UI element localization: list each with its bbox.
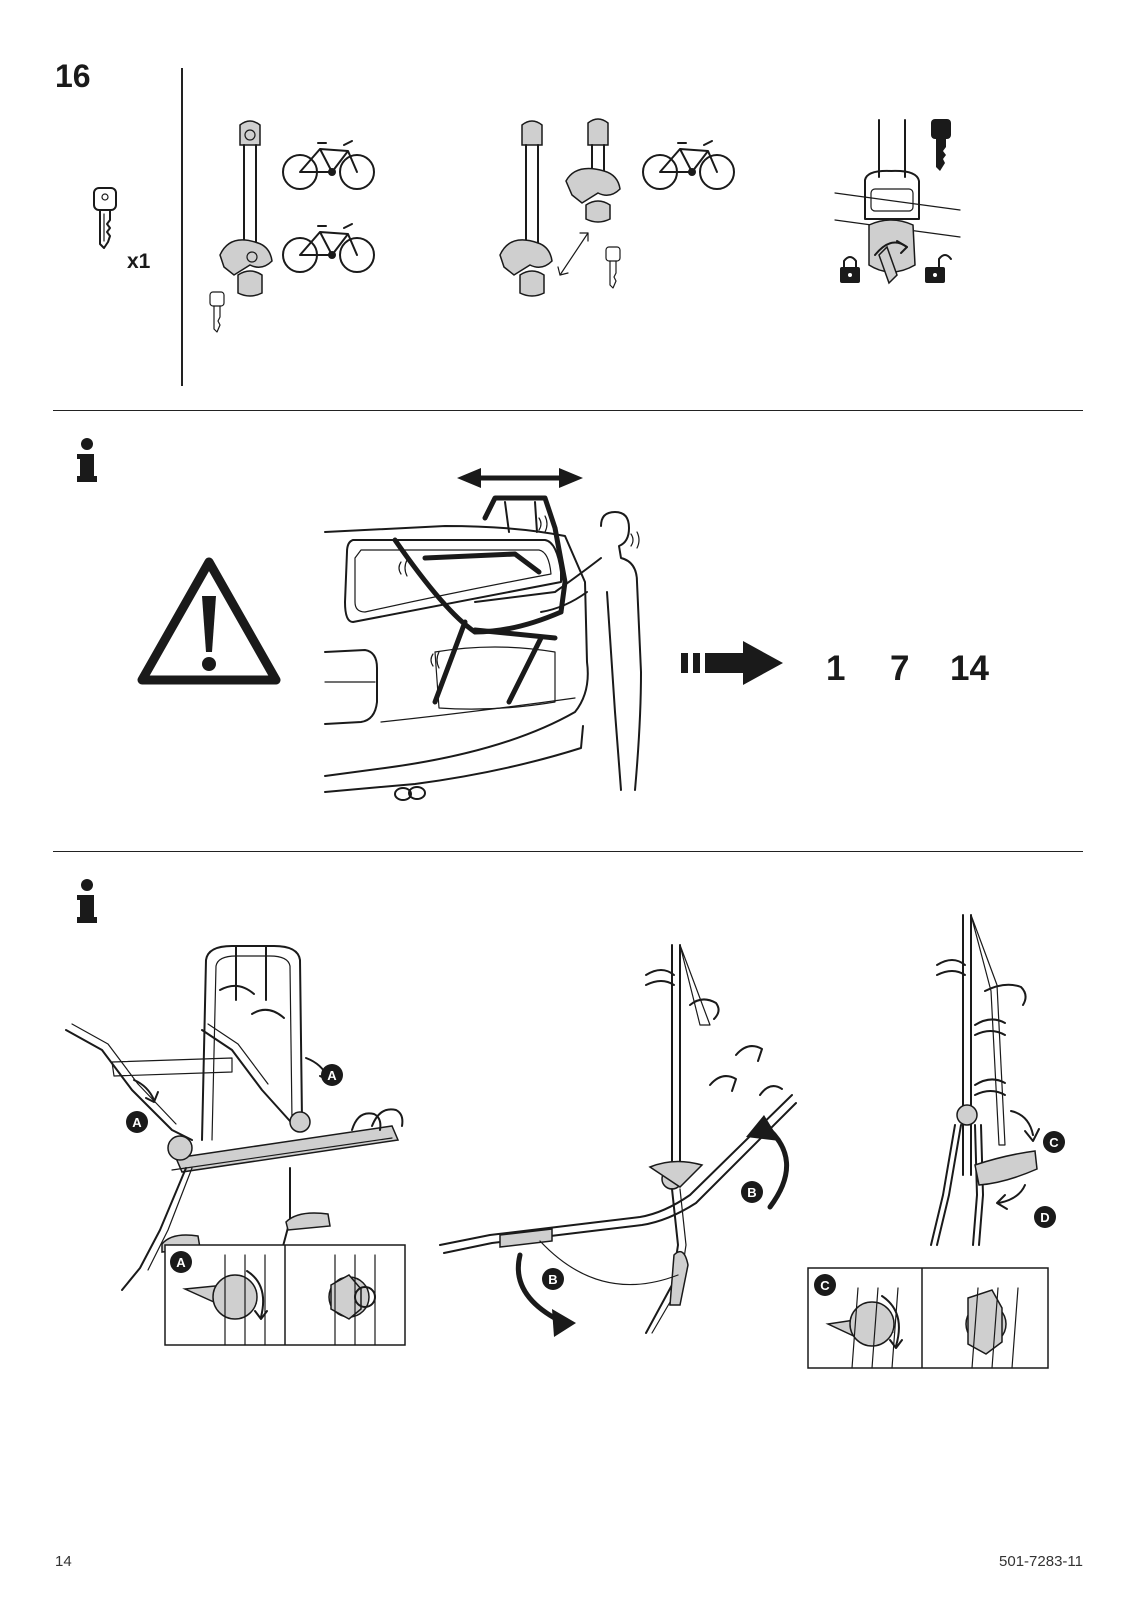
info-icon [77, 438, 97, 484]
label-b-badge: B [541, 1267, 565, 1291]
svg-text:A: A [176, 1255, 186, 1270]
rack-folded-illustration [925, 915, 1085, 1265]
knob-a-detail-inset [165, 1245, 405, 1345]
bike-icon [283, 224, 374, 272]
key-icon [88, 186, 124, 248]
rack-folding-illustration [440, 945, 820, 1340]
key-count: x1 [127, 250, 150, 274]
svg-text:C: C [820, 1278, 830, 1293]
section-divider [53, 410, 1083, 411]
step-number: 16 [55, 58, 91, 95]
svg-text:A: A [132, 1115, 142, 1130]
padlock-locked-icon [840, 257, 860, 283]
label-b-badge: B [740, 1180, 764, 1204]
go-to-steps-arrow-icon [681, 641, 785, 685]
label-c-badge: C [1042, 1130, 1066, 1154]
reference-step-7: 7 [890, 649, 909, 689]
small-key-icon [210, 292, 224, 332]
padlock-unlocked-icon [925, 255, 951, 283]
knob-c-detail-inset [808, 1268, 1048, 1368]
label-d-badge: D [1033, 1205, 1057, 1229]
document-code: 501-7283-11 [999, 1553, 1083, 1570]
bike-icon [643, 141, 734, 189]
label-a-badge: A [125, 1110, 149, 1134]
black-key-icon [931, 119, 951, 171]
section-divider [53, 851, 1083, 852]
bike-icon [283, 141, 374, 189]
page-number: 14 [55, 1553, 72, 1570]
svg-text:C: C [1049, 1135, 1059, 1150]
svg-text:A: A [327, 1068, 337, 1083]
rack-arm-removal-illustration [492, 115, 752, 315]
lock-key-illustration [835, 115, 975, 295]
svg-text:B: B [747, 1185, 756, 1200]
double-arrow-icon [457, 468, 583, 488]
reference-step-14: 14 [950, 649, 989, 689]
car-rack-shake-illustration [325, 462, 665, 812]
label-a-badge: A [320, 1063, 344, 1087]
svg-text:D: D [1040, 1210, 1049, 1225]
small-key-icon [606, 247, 620, 288]
info-icon [77, 879, 97, 925]
rack-arms-two-bikes-illustration [200, 115, 390, 340]
svg-text:B: B [548, 1272, 557, 1287]
step-divider [181, 68, 183, 386]
warning-icon [136, 556, 282, 686]
reference-step-1: 1 [826, 649, 845, 689]
label-a-badge: A [169, 1250, 193, 1274]
label-c-badge: C [813, 1273, 837, 1297]
